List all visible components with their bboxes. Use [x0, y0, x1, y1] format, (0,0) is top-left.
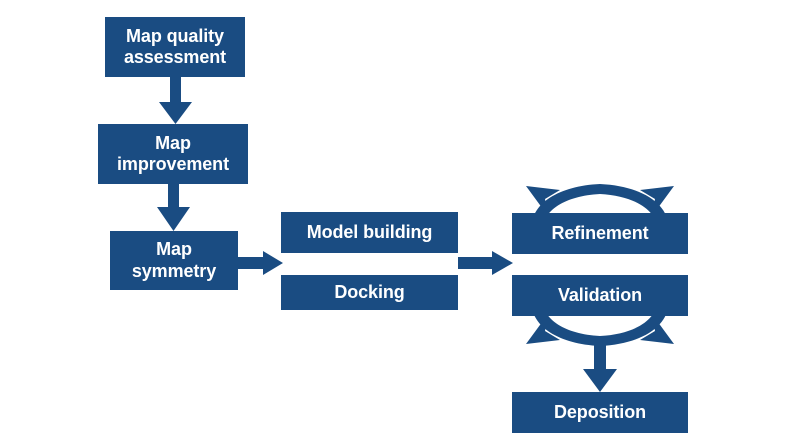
arrow-right-building-to-refinement-icon: [458, 251, 513, 275]
node-refinement[interactable]: Refinement: [512, 213, 688, 254]
arrow-right-symmetry-to-building-icon: [238, 251, 283, 275]
arrow-down-quality-to-improvement-icon: [159, 77, 192, 124]
node-validation[interactable]: Validation: [512, 275, 688, 316]
node-deposition[interactable]: Deposition: [512, 392, 688, 433]
node-map-quality-assessment[interactable]: Map quality assessment: [105, 17, 245, 77]
node-map-improvement[interactable]: Map improvement: [98, 124, 248, 184]
arrow-down-cycle-to-deposition-icon: [583, 336, 617, 392]
node-docking[interactable]: Docking: [281, 275, 458, 310]
node-model-building[interactable]: Model building: [281, 212, 458, 253]
node-map-symmetry[interactable]: Map symmetry: [110, 231, 238, 290]
arrow-down-improvement-to-symmetry-icon: [157, 184, 190, 231]
